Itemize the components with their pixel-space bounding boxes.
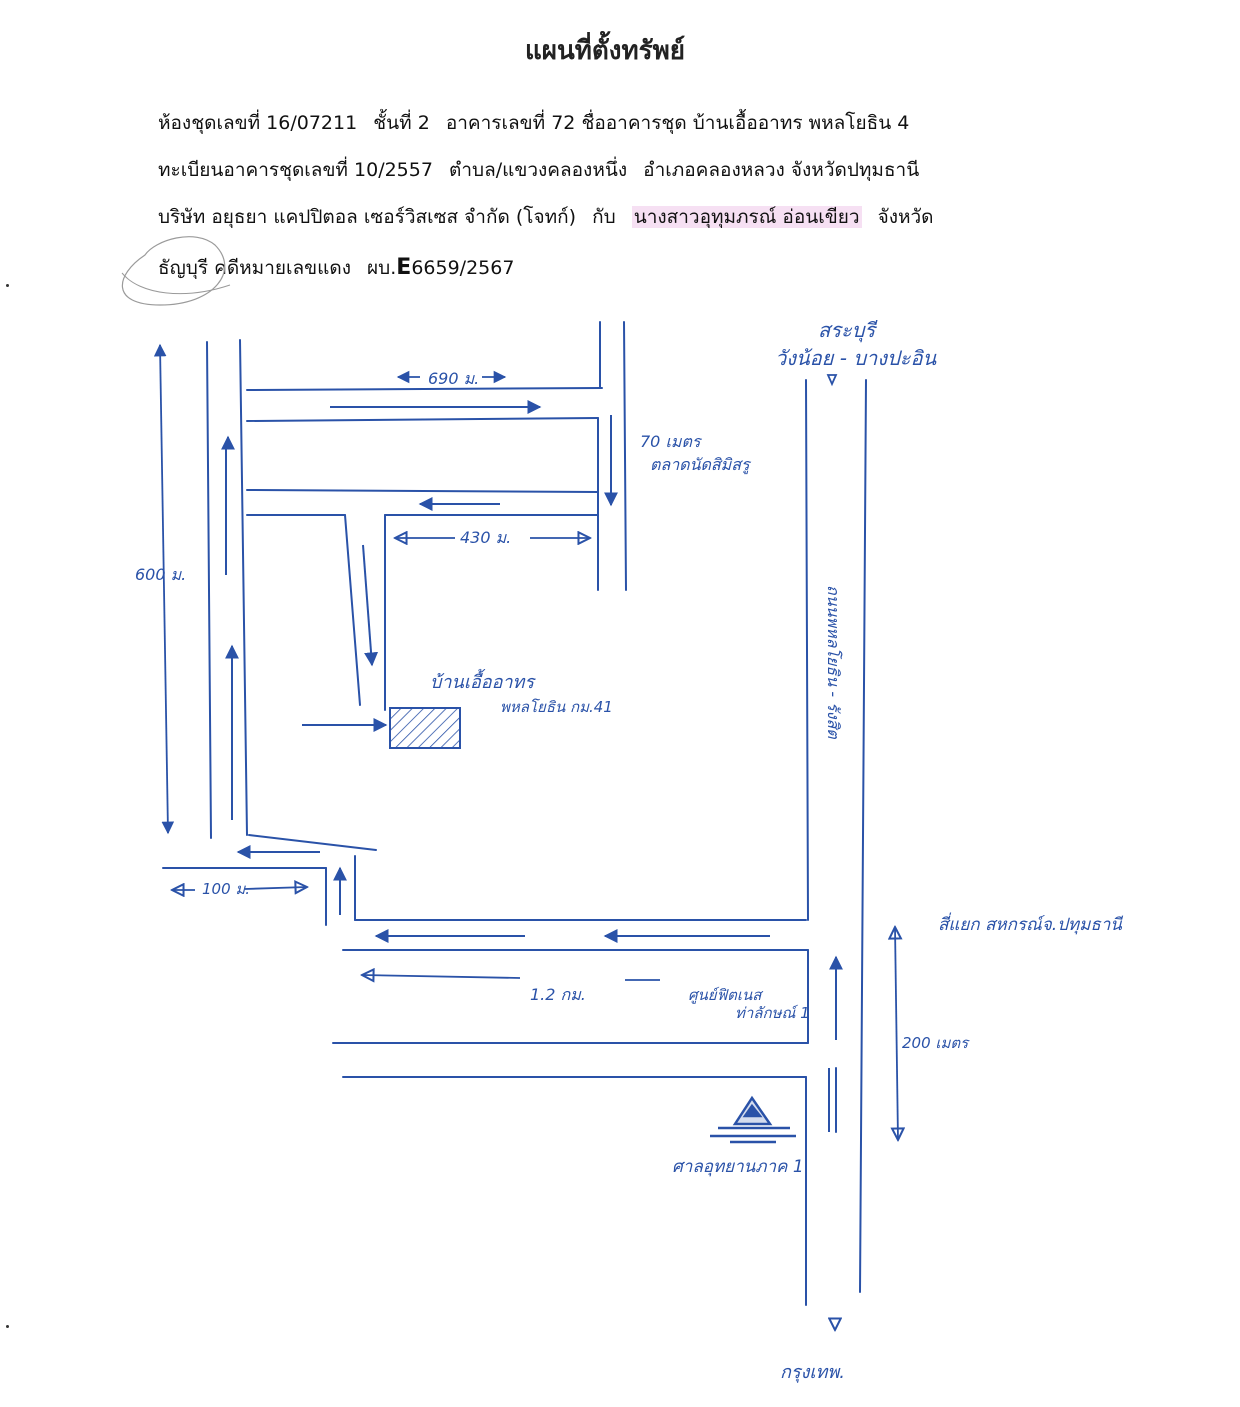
market-distance: 70 เมตร — [640, 432, 703, 451]
dim-long-left — [362, 975, 521, 978]
north-destination-1: สระบุรี — [818, 318, 878, 343]
district: อำเภอคลองหลวง — [643, 159, 785, 181]
shrine-name: ศาลอุทยานภาค 1 — [672, 1157, 804, 1177]
distance-left: 600 ม. — [135, 565, 186, 584]
building-label-1: บ้านเอื้ออาทร — [430, 668, 536, 693]
distance-200: 200 เมตร — [902, 1034, 970, 1052]
north-arrow-icon — [826, 374, 838, 387]
case-letter: E — [396, 255, 412, 280]
mid-road-north — [246, 489, 599, 493]
unit-number: 16/07211 — [266, 112, 358, 134]
left-road-inner — [239, 339, 248, 836]
scan-dot — [6, 1325, 9, 1328]
signature-scribble — [121, 236, 226, 306]
header-line-4: ธัญบุรี คดีหมายเลขแดง ผบ.E6659/2567 — [158, 253, 514, 283]
roads — [162, 321, 867, 1306]
north-destination-2: วังน้อย - บางปะอิน — [775, 346, 937, 370]
signature-scribble — [121, 272, 231, 295]
south-destination: กรุงเทพ. — [780, 1362, 845, 1383]
arrow-south-soi — [362, 544, 379, 667]
unit-label: ห้องชุดเลขที่ — [158, 112, 261, 134]
condo-label: ชื่ออาคารชุด — [581, 112, 687, 134]
distance-long: 1.2 กม. — [530, 985, 586, 1004]
province-label: จังหวัด — [877, 206, 934, 228]
with-label: กับ — [592, 206, 616, 228]
province: จังหวัดปทุมธานี — [790, 159, 920, 181]
intersection-name: สี่แยก สหกรณ์จ.ปทุมธานี — [938, 912, 1124, 935]
shop-name-1: ศูนย์ฟิตเนส — [688, 986, 764, 1004]
registration-label: ทะเบียนอาคารชุดเลขที่ — [158, 159, 348, 181]
floor-label: ชั้นที่ — [373, 112, 412, 134]
map-annotations: สระบุรี วังน้อย - บางปะอิน 690 ม. 70 เมต… — [135, 318, 1124, 1383]
dim-200 — [895, 927, 898, 1140]
top-road-south — [246, 417, 599, 422]
header-line-1: ห้องชุดเลขที่ 16/07211 ชั้นที่ 2 อาคารเล… — [158, 108, 909, 138]
page-title: แผนที่ตั้งทรัพย์ — [525, 36, 685, 66]
case-number: 6659/2567 — [411, 257, 515, 279]
top-road-north — [246, 387, 603, 391]
building-label-2: พหลโยธิน กม.41 — [500, 698, 613, 716]
distance-top: 690 ม. — [428, 369, 479, 388]
header-line-3: บริษัท อยุธยา แคปปิตอล เซอร์วิสเซส จำกัด… — [158, 202, 934, 232]
case-label: คดีหมายเลขแดง — [214, 257, 351, 279]
traffic-arrows — [221, 400, 843, 1132]
defendant-name: นางสาวอุทุมภรณ์ อ่อนเขียว — [631, 206, 862, 228]
highway-east — [859, 379, 867, 1293]
market-name: ตลาดนัดสิมิสรู — [650, 455, 752, 475]
building-label: อาคารเลขที่ — [445, 112, 546, 134]
shrine-icon — [710, 1095, 796, 1144]
bottom-left-road-north — [248, 834, 377, 851]
registration-number: 10/2557 — [354, 159, 433, 181]
distance-mid: 430 ม. — [460, 528, 511, 547]
highway-name: ถนนพหลโยธิน - รังสิต — [824, 585, 843, 740]
subdistrict: ตำบล/แขวงคลองหนึ่ง — [449, 159, 628, 181]
market-road-east — [623, 321, 627, 591]
soi-west — [344, 514, 361, 706]
dim-left-600 — [153, 343, 175, 835]
plaintiff: บริษัท อยุธยา แคปปิตอล เซอร์วิสเซส จำกัด… — [158, 206, 577, 228]
court-province: ธัญบุรี — [158, 257, 209, 279]
header-line-2: ทะเบียนอาคารชุดเลขที่ 10/2557 ตำบล/แขวงค… — [158, 155, 919, 185]
condo-name: บ้านเอื้ออาทร พหลโยธิน 4 — [692, 112, 910, 134]
floor-number: 2 — [417, 112, 430, 134]
condo-building-marker — [389, 707, 461, 749]
highway-west-upper — [805, 379, 809, 921]
distance-bottom-left: 100 ม. — [202, 880, 250, 898]
dimension-lines — [153, 343, 898, 1330]
shop-name-2: ท่าลักษณ์ 1 — [735, 1004, 810, 1022]
scan-dot — [6, 284, 9, 287]
left-road-outer — [206, 341, 212, 839]
dim-100-right — [244, 887, 307, 889]
building-number: 72 — [551, 112, 576, 134]
case-prefix: ผบ. — [367, 257, 397, 279]
